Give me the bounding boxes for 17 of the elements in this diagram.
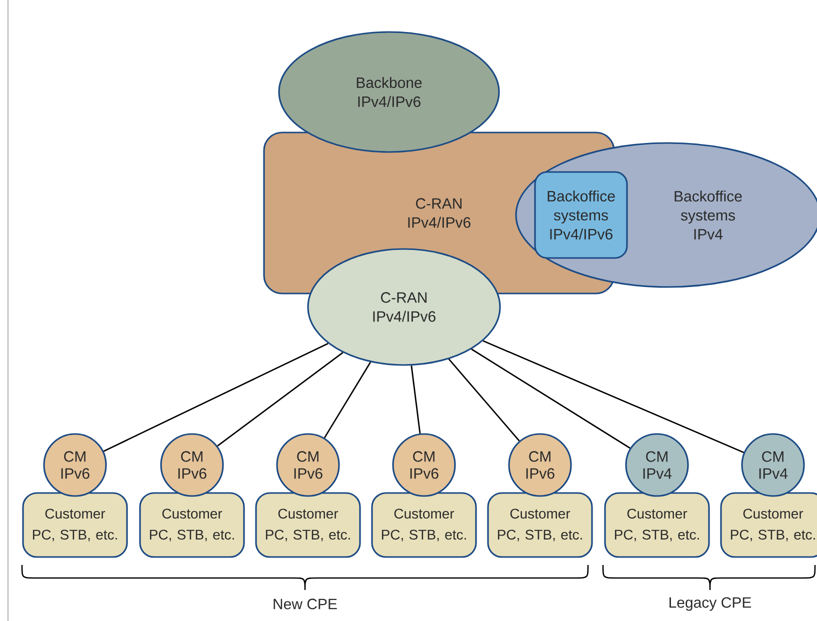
- connector-line: [471, 348, 630, 449]
- connector-line: [410, 366, 421, 434]
- connector-line: [103, 342, 328, 452]
- customer-box: Customer PC, STB, etc.: [255, 492, 361, 558]
- connector-line: [482, 340, 744, 454]
- connector-line: [324, 362, 372, 438]
- system-box: Backoffice systems IPv4/IPv6: [534, 171, 628, 259]
- group-label: Legacy CPE: [670, 597, 752, 611]
- customer-box: Customer PC, STB, etc.: [604, 492, 710, 558]
- customer-box: Customer PC, STB, etc.: [371, 492, 477, 558]
- connector-line: [217, 352, 344, 447]
- customer-box: Customer PC, STB, etc.: [139, 492, 245, 558]
- customer-box: Customer PC, STB, etc.: [487, 492, 593, 558]
- group-label: New CPE: [274, 598, 337, 610]
- customer-box: Customer PC, STB, etc.: [720, 492, 817, 558]
- connector-line: [448, 358, 520, 442]
- customer-box: Customer PC, STB, etc.: [22, 492, 128, 558]
